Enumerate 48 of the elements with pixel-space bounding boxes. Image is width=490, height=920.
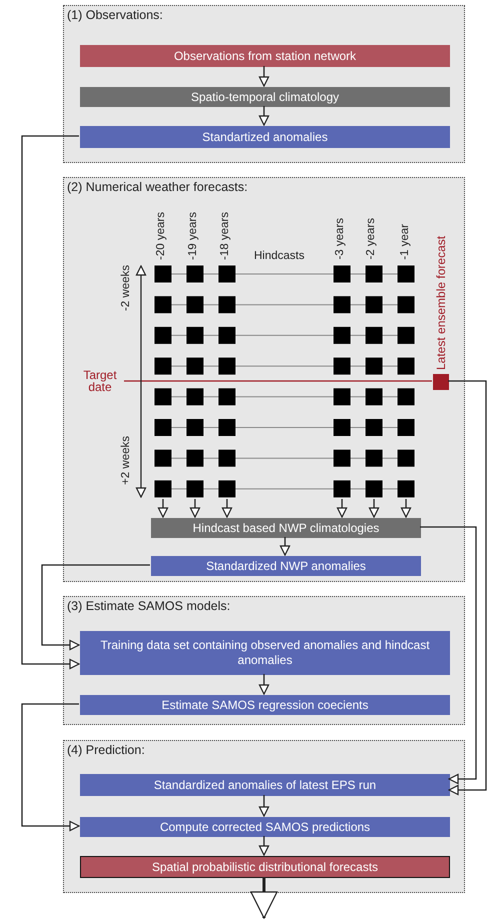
square-marker (433, 374, 449, 390)
section-title: (4) Prediction: (67, 743, 145, 757)
process-box: Standardized anomalies of latest EPS run (80, 774, 450, 796)
process-box: Observations from station network (80, 45, 450, 67)
process-box: Spatio-temporal climatology (80, 87, 450, 107)
arrow (258, 795, 270, 817)
arrow (222, 499, 232, 518)
process-box: Standardized NWP anomalies (151, 556, 421, 576)
axis-label: +2 weeks (120, 436, 132, 485)
column-label: -2 years (365, 218, 377, 260)
section-title: (3) Estimate SAMOS models: (67, 599, 230, 613)
process-box: Standartized anomalies (80, 126, 450, 148)
arrow (420, 526, 477, 784)
process-box: Compute corrected SAMOS predictions (80, 817, 450, 837)
column-label: -3 years (334, 218, 346, 260)
column-label: -20 years (155, 212, 167, 260)
arrow (336, 499, 348, 518)
arrow (21, 135, 80, 670)
arrow (258, 674, 270, 695)
arrow (258, 66, 270, 87)
arrow (158, 499, 168, 518)
forecast-label: Latest ensemble forecast (434, 234, 448, 370)
arrow (448, 380, 487, 796)
arrow (258, 836, 270, 856)
process-box: Spatial probabilistic distributional forecasts (80, 856, 450, 878)
process-box: Training data set containing observed anomalies and hindcast anomalies (80, 631, 450, 675)
section-panel (63, 5, 465, 163)
column-label: -18 years (219, 212, 231, 260)
section-title: (2) Numerical weather forecasts: (67, 180, 248, 194)
arrow (190, 499, 200, 518)
arrow (21, 703, 80, 832)
section-panel (63, 740, 465, 893)
arrow (400, 499, 412, 518)
hindcasts-label: Hindcasts (254, 250, 304, 262)
column-label: -19 years (187, 212, 199, 260)
axis-label: -2 weeks (120, 265, 132, 312)
arrow (250, 877, 278, 919)
section-panel (63, 596, 465, 725)
column-label: -1 year (399, 224, 411, 260)
arrow (368, 499, 380, 518)
process-box: Estimate SAMOS regression coecients (80, 695, 450, 715)
section-title: (1) Observations: (67, 8, 163, 22)
section-panel (63, 177, 465, 582)
arrow (280, 537, 290, 556)
arrow (41, 564, 150, 650)
arrow (258, 106, 270, 126)
target-date-label: Target date (82, 369, 118, 393)
process-box: Hindcast based NWP climatologies (151, 518, 421, 538)
